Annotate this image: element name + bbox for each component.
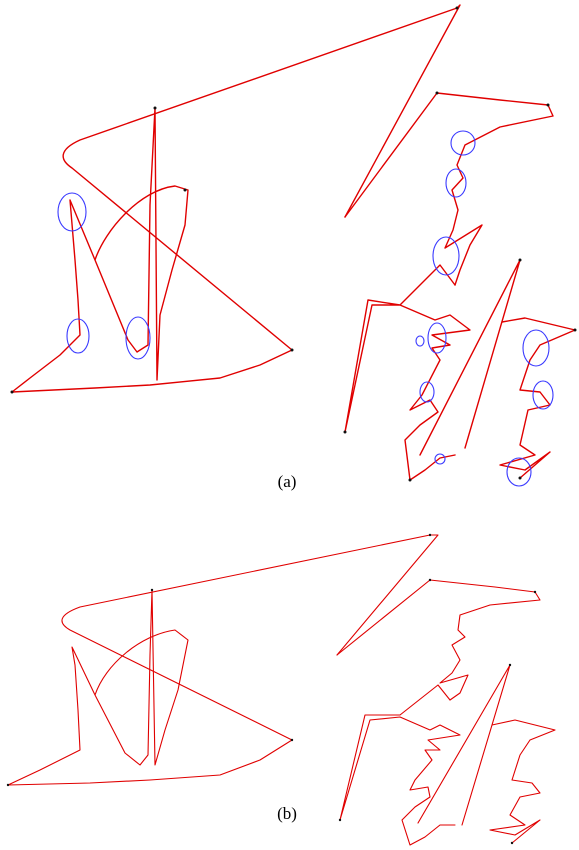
stroke-top-a	[62, 4, 461, 351]
marker-circle	[432, 236, 460, 276]
marker-circle	[445, 168, 467, 198]
marker-circle	[434, 453, 446, 465]
marker-circle	[450, 130, 476, 156]
stroke-mid-b	[339, 684, 461, 846]
marker-circle	[427, 322, 447, 354]
marker-circle	[532, 380, 554, 410]
trajectory-plot-a	[10, 4, 577, 487]
marker-circle	[415, 335, 425, 347]
caption-b: (b)	[277, 804, 297, 823]
marker-circle	[125, 316, 151, 360]
marker-circle	[57, 192, 87, 232]
stroke-right-col-b	[489, 719, 556, 844]
panel-b: (b)	[0, 525, 579, 850]
markers-a	[57, 130, 554, 487]
panel-a: (a)	[10, 4, 577, 491]
signature-strokes-b	[7, 534, 556, 846]
stroke-right-col-a	[499, 317, 576, 479]
stroke-right-top-b	[336, 579, 541, 701]
caption-a: (a)	[277, 472, 297, 491]
stroke-left-b	[7, 589, 189, 786]
dots-a	[10, 6, 577, 482]
stroke-mid-a	[344, 264, 471, 481]
marker-circle	[419, 381, 435, 403]
marker-circle	[522, 329, 550, 367]
stroke-top-b	[61, 534, 439, 741]
stroke-left-a	[11, 107, 189, 393]
marker-circle	[506, 457, 532, 487]
marker-circle	[66, 318, 90, 354]
stroke-base-a	[11, 349, 293, 393]
trajectory-plot-b	[6, 533, 556, 846]
dots-b	[6, 533, 537, 845]
stroke-base-b	[7, 739, 293, 786]
stroke-center-a	[419, 259, 521, 456]
stroke-right-top-a	[344, 92, 554, 286]
stroke-center-b	[417, 664, 511, 826]
signature-strokes-a	[11, 4, 576, 481]
